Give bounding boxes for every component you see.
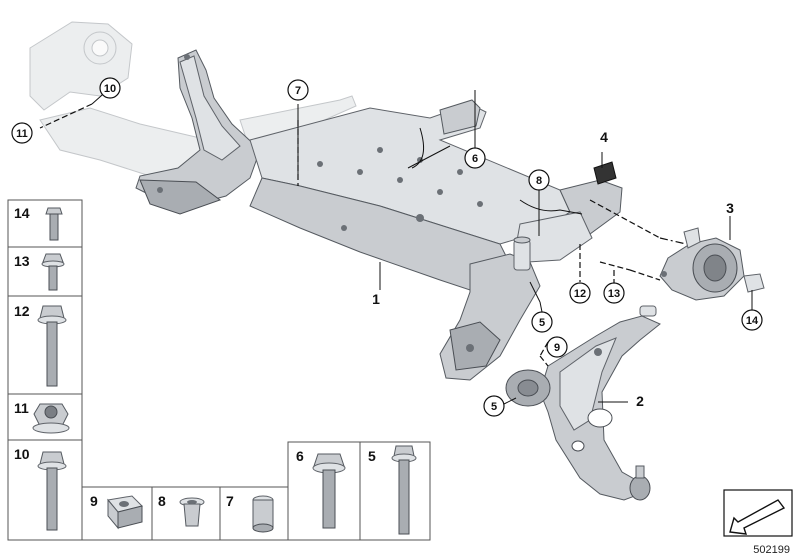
diagram-id: 502199 bbox=[753, 544, 790, 556]
callout-9: 9 bbox=[554, 342, 560, 354]
bolt-13-icon bbox=[41, 253, 65, 291]
legend-label-5: 5 bbox=[368, 448, 376, 464]
callout-13: 13 bbox=[608, 288, 620, 300]
callout-10: 10 bbox=[104, 83, 116, 95]
parts-legend: 14 13 12 11 10 9 8 7 6 5 bbox=[7, 199, 431, 541]
callouts: 10 11 7 6 8 5 12 13 14 9 5 1 2 3 4 bbox=[11, 77, 763, 417]
callout-8: 8 bbox=[536, 175, 542, 187]
legend-label-14: 14 bbox=[14, 205, 30, 221]
legend-label-6: 6 bbox=[296, 448, 304, 464]
front-axle-subframe bbox=[135, 49, 623, 381]
callout-5-upper: 5 bbox=[539, 317, 545, 329]
bolt-12-icon bbox=[37, 305, 67, 387]
bolt-5-icon bbox=[391, 445, 417, 535]
legend-label-13: 13 bbox=[14, 253, 30, 269]
sleeve-8-icon bbox=[179, 497, 205, 527]
nut-11-icon bbox=[32, 403, 70, 434]
direction-arrow-icon bbox=[729, 499, 786, 535]
bolt-14-icon bbox=[45, 207, 63, 241]
callout-4: 4 bbox=[600, 129, 608, 145]
callout-7: 7 bbox=[295, 85, 301, 97]
legend-label-8: 8 bbox=[158, 493, 166, 509]
rubber-pad bbox=[593, 161, 617, 185]
direction-arrow-box: 502199 bbox=[723, 489, 793, 556]
square-nut-9-icon bbox=[107, 495, 143, 530]
callout-14: 14 bbox=[746, 315, 759, 327]
legend-label-9: 9 bbox=[90, 493, 98, 509]
callout-5-lower: 5 bbox=[491, 401, 497, 413]
subframe-holes bbox=[317, 147, 483, 231]
callout-3: 3 bbox=[726, 200, 734, 216]
wishbone bbox=[505, 305, 661, 501]
callout-2: 2 bbox=[636, 393, 644, 409]
sleeve-7-icon bbox=[252, 495, 274, 533]
legend-label-12: 12 bbox=[14, 303, 30, 319]
bolt-10-icon bbox=[37, 451, 67, 531]
callout-1: 1 bbox=[372, 291, 380, 307]
hydro-mount-bracket bbox=[659, 227, 765, 301]
bolt-6-icon bbox=[312, 453, 346, 529]
legend-label-7: 7 bbox=[226, 493, 234, 509]
callout-11: 11 bbox=[16, 128, 28, 140]
callout-6: 6 bbox=[472, 153, 478, 165]
callout-12: 12 bbox=[574, 288, 586, 300]
legend-label-11: 11 bbox=[14, 400, 29, 416]
legend-label-10: 10 bbox=[14, 446, 30, 462]
